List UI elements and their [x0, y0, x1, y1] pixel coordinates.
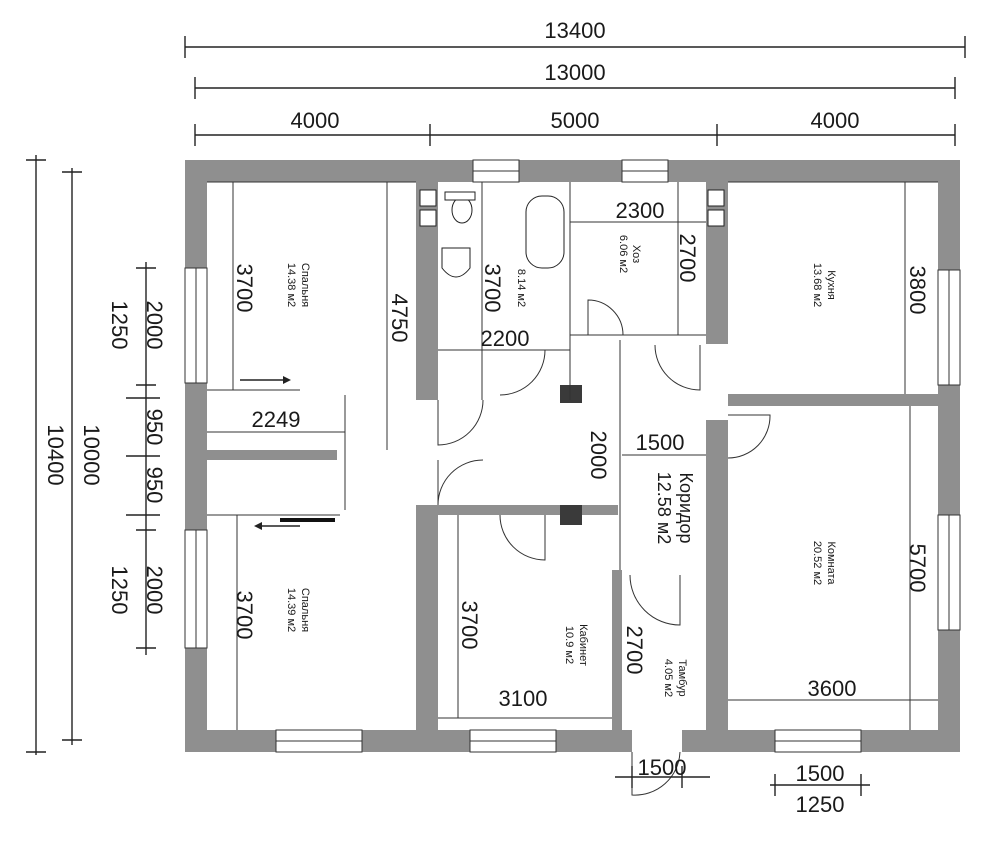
bottom-dimensions: 1500 1500 1250	[615, 755, 870, 817]
room-outlines	[207, 181, 938, 730]
dim-left-2000-bottom: 2000	[142, 566, 167, 615]
room-kitchen-area: 13.68 м2	[811, 263, 823, 307]
dim-vestibule-height: 2700	[622, 626, 647, 675]
room-corridor-name: Коридор	[676, 472, 696, 543]
dim-total-width: 13400	[544, 18, 605, 43]
dim-left-2000-top: 2000	[142, 301, 167, 350]
room-kitchen-name: Кухня	[825, 270, 837, 299]
toilet-icon	[451, 196, 473, 224]
sink-icon	[441, 247, 471, 278]
room-study-area: 10.9 м2	[563, 626, 575, 664]
dim-kitchen-height: 3800	[905, 266, 930, 315]
dim-segment-1: 4000	[291, 108, 340, 133]
doors	[437, 299, 771, 796]
left-dimensions: 10400 10000 1250 2000 950 950 1250 2000	[26, 155, 167, 755]
dim-bed2-height: 3700	[232, 591, 257, 640]
room-bathroom-area: 8.14 м2	[515, 269, 527, 307]
dim-corridor-height: 2000	[586, 431, 611, 480]
room-living-area: 20.52 м2	[811, 541, 823, 585]
dim-bed1-height: 3700	[232, 264, 257, 313]
dim-left-1250-bottom: 1250	[107, 566, 132, 615]
dim-living-height: 5700	[905, 544, 930, 593]
dim-study-height: 3700	[457, 601, 482, 650]
top-dimensions: 13400 13000 4000 5000 4000	[184, 18, 966, 146]
dim-left-1250-top: 1250	[107, 301, 132, 350]
dim-door-width: 1500	[638, 755, 687, 780]
room-vestibule-area: 4.05 м2	[662, 659, 674, 697]
dim-hall-width: 2249	[252, 407, 301, 432]
dim-segment-3: 4000	[811, 108, 860, 133]
bathtub-icon	[525, 195, 565, 269]
dim-total-height: 10400	[43, 424, 68, 485]
dim-corridor-width: 1500	[636, 430, 685, 455]
dim-bath-height: 3700	[480, 264, 505, 313]
dim-utility-height: 2700	[675, 234, 700, 283]
room-utility-name: Хоз	[630, 245, 642, 263]
dim-inner-height: 10000	[79, 424, 104, 485]
dim-study-width: 3100	[499, 686, 548, 711]
windows	[184, 159, 961, 753]
dim-bed1-width: 4750	[387, 294, 412, 343]
dim-living-width: 3600	[808, 676, 857, 701]
room-bedroom-2-name: Спальня	[299, 588, 311, 632]
room-living-name: Комната	[825, 541, 837, 585]
room-bedroom-1-area: 14.38 м2	[285, 263, 297, 307]
room-bedroom-1-name: Спальня	[299, 263, 311, 307]
dim-left-950-a: 950	[142, 409, 167, 446]
plumbing-fixtures	[419, 189, 725, 278]
dim-window-width: 1500	[796, 761, 845, 786]
inner-dimensions: 3700 4750 2249 3700 3700 2200 2300 2700 …	[232, 198, 930, 711]
dim-utility-width: 2300	[616, 198, 665, 223]
room-utility-area: 6.06 м2	[617, 235, 629, 273]
room-vestibule-name: Тамбур	[676, 659, 688, 696]
dim-segment-2: 5000	[551, 108, 600, 133]
room-corridor-area: 12.58 м2	[654, 472, 674, 544]
room-bedroom-2-area: 14.39 м2	[285, 588, 297, 632]
dim-inner-width: 13000	[544, 60, 605, 85]
room-study-name: Кабинет	[577, 624, 589, 666]
entry-arrows	[240, 376, 335, 530]
dim-window-height: 1250	[796, 792, 845, 817]
dim-left-950-b: 950	[142, 467, 167, 504]
dim-bath-width: 2200	[481, 326, 530, 351]
room-labels: Спальня 14.38 м2 Спальня 14.39 м2 8.14 м…	[285, 235, 837, 697]
